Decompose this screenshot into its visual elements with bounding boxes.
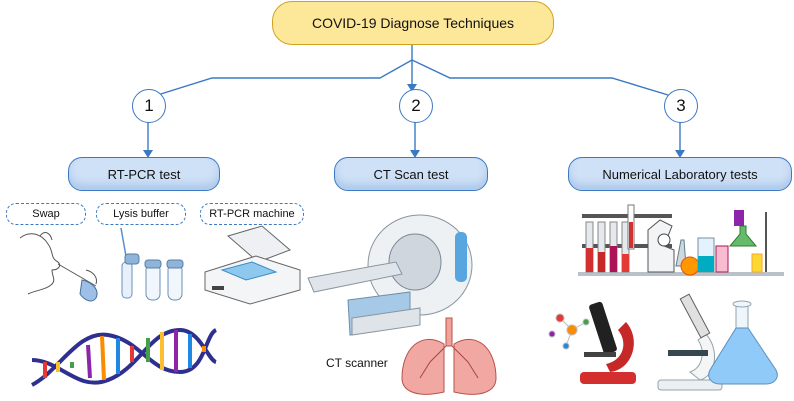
- step-number-1: 1: [132, 89, 166, 123]
- category-numerical-laboratory-tests: Numerical Laboratory tests: [568, 157, 792, 191]
- molecule-icon: [548, 313, 590, 350]
- arrowheads: [143, 84, 685, 158]
- dna-helix-icon: [31, 327, 218, 387]
- white-microscope-icon: [657, 293, 723, 391]
- ct-scanner-icon: [307, 214, 473, 336]
- sub-label-lysis-buffer: Lysis buffer: [96, 203, 186, 225]
- red-microscope-icon: [580, 301, 636, 384]
- connector-lines: [147, 43, 681, 155]
- lysis-tubes-icon: [120, 227, 184, 301]
- sub-label-swap: Swap: [6, 203, 86, 225]
- lab-glassware-icon: [578, 204, 784, 276]
- diagram-title: COVID-19 Diagnose Techniques: [272, 1, 554, 45]
- nasal-swab-icon: [19, 232, 98, 302]
- category-rt-pcr-test: RT-PCR test: [68, 157, 220, 191]
- lungs-icon: [401, 317, 497, 395]
- pcr-machine-icon: [204, 225, 301, 305]
- category-ct-scan-test: CT Scan test: [334, 157, 488, 191]
- sub-label-rt-pcr-machine: RT-PCR machine: [200, 203, 304, 225]
- blue-flask-icon: [708, 300, 778, 385]
- step-number-3: 3: [664, 89, 698, 123]
- step-number-2: 2: [399, 89, 433, 123]
- ct-scanner-caption: CT scanner: [326, 356, 388, 370]
